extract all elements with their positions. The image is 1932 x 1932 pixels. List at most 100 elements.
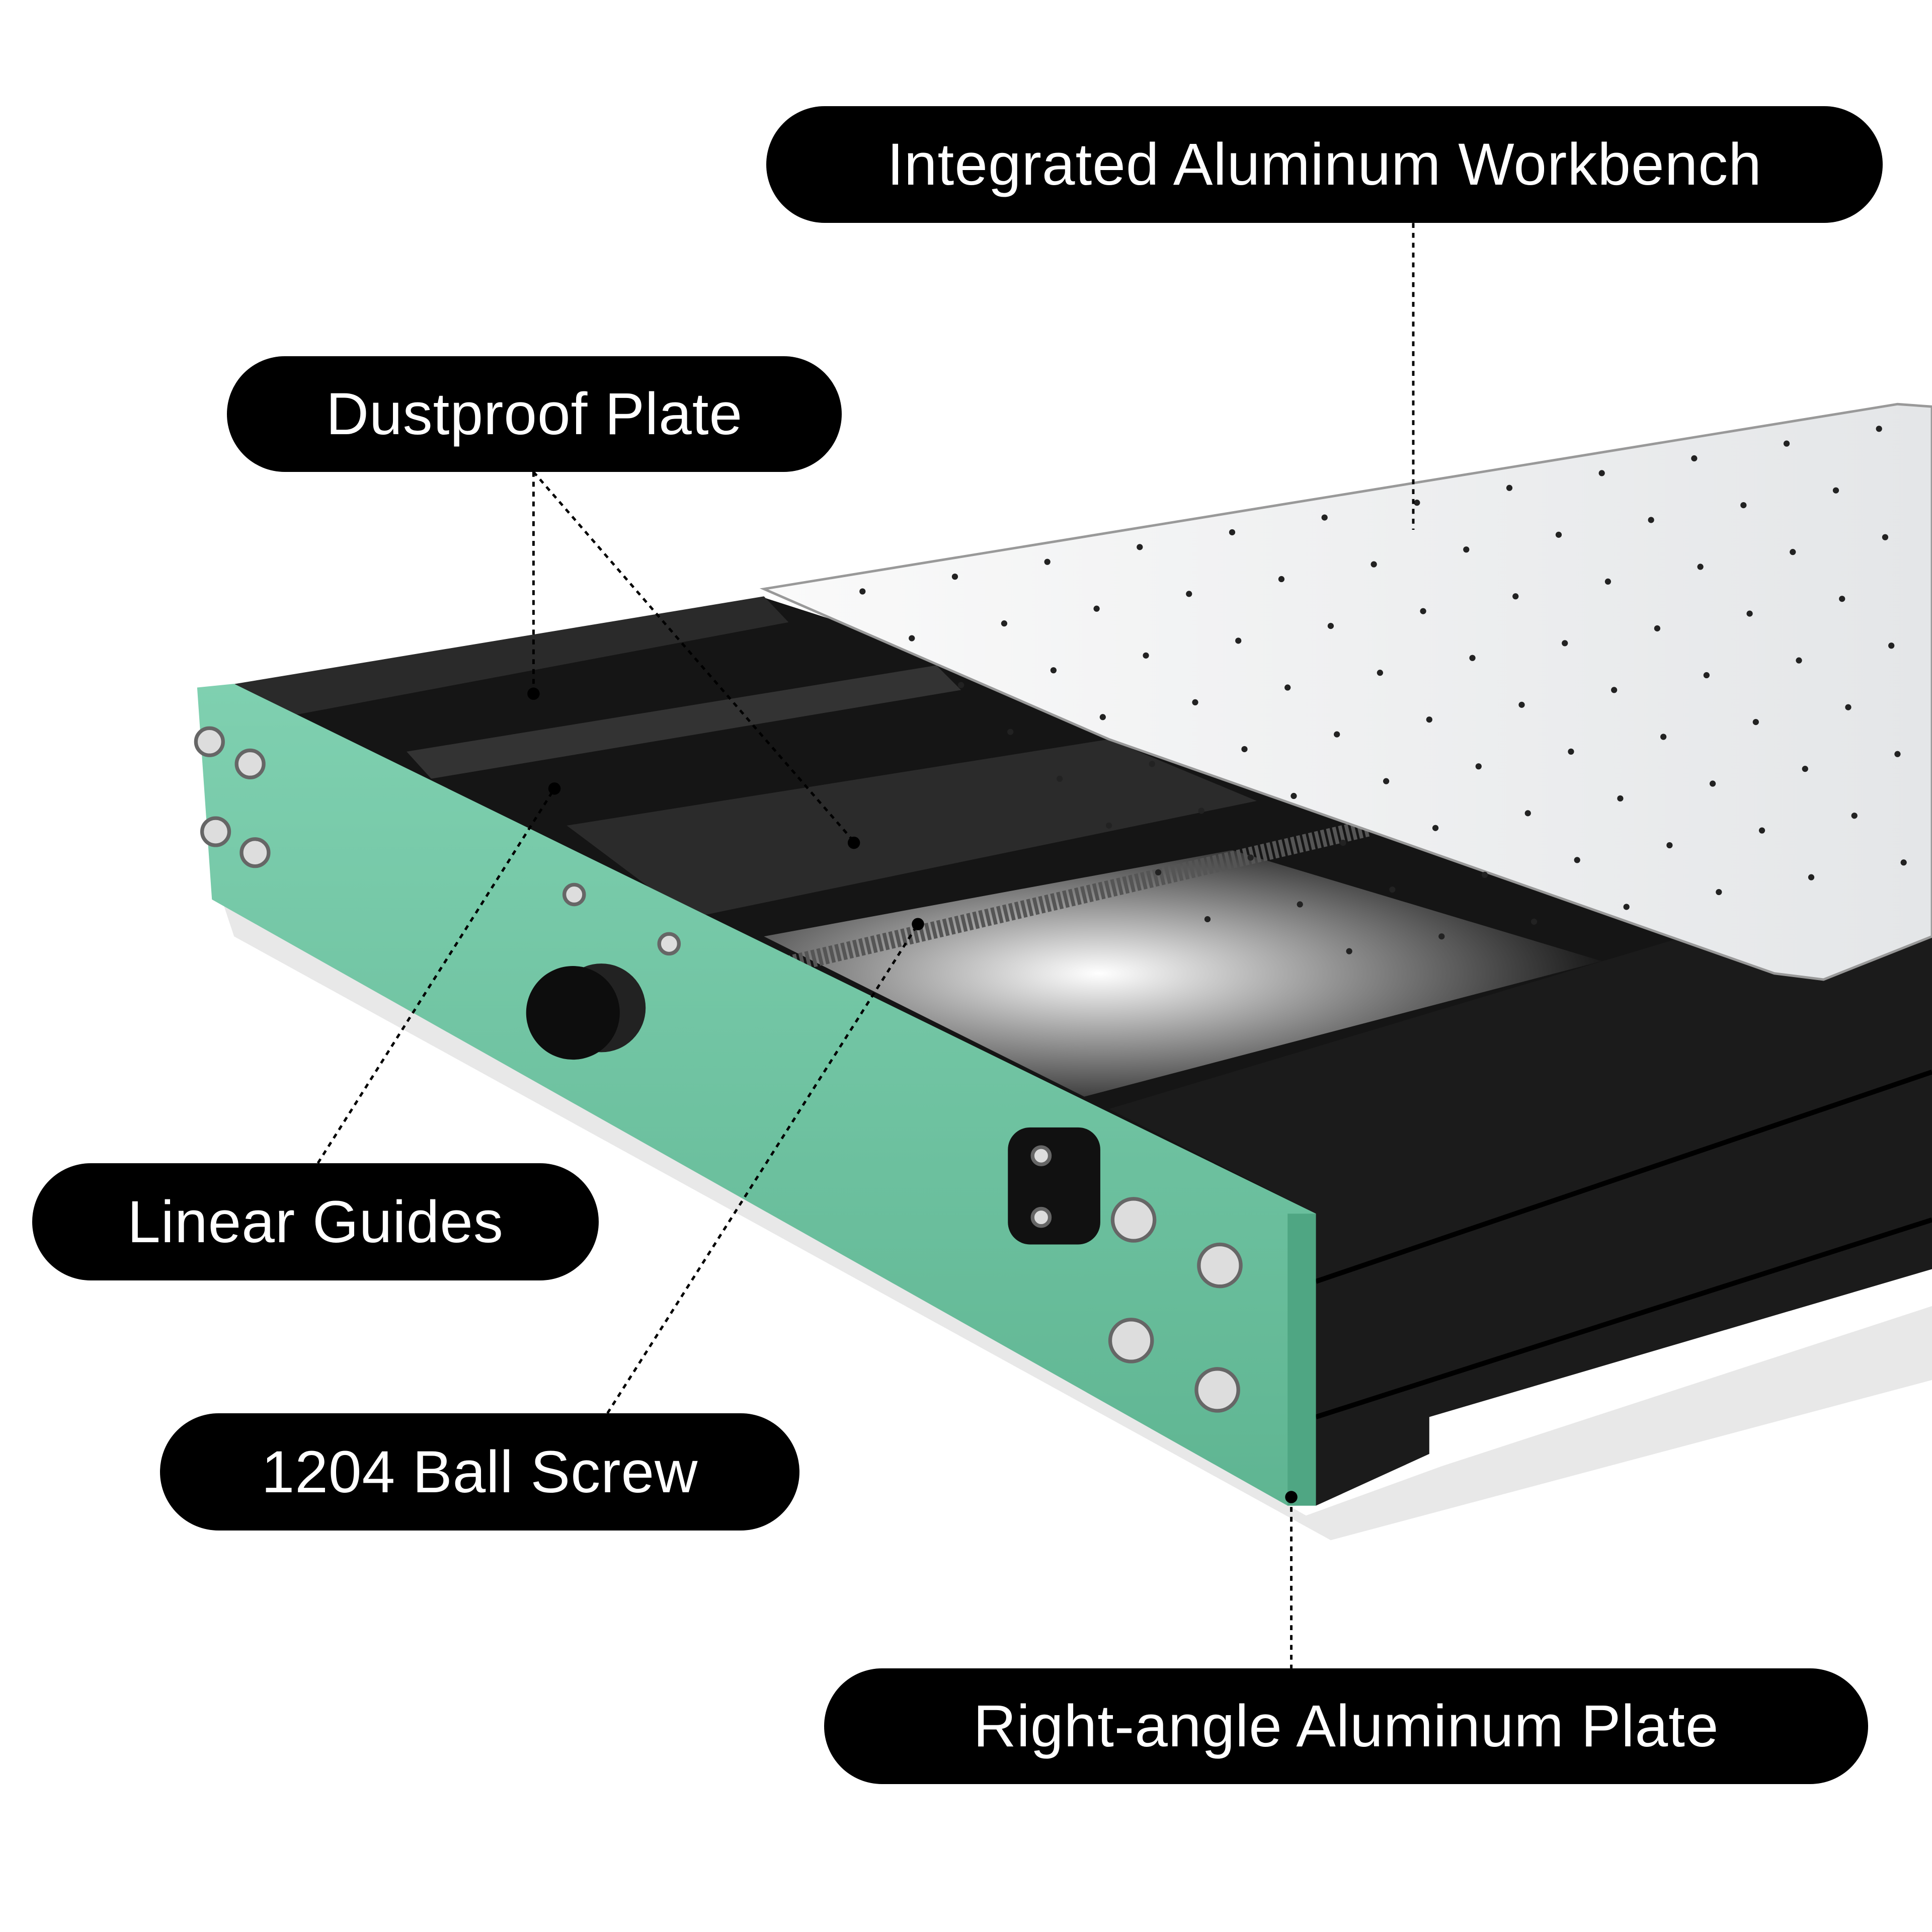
workbench-hole — [1377, 670, 1383, 676]
leader-lines — [316, 223, 1415, 1668]
workbench-hole — [1001, 620, 1008, 627]
workbench-hole — [1099, 714, 1106, 720]
workbench-hole — [1432, 825, 1439, 831]
workbench-hole — [859, 588, 866, 595]
workbench-hole — [1186, 591, 1192, 597]
workbench-hole — [1192, 699, 1198, 706]
ball-screw — [774, 820, 1370, 976]
workbench-hole — [1802, 766, 1808, 772]
workbench-hole — [1426, 716, 1432, 723]
workbench-hole — [1143, 652, 1149, 659]
workbench-hole — [1900, 859, 1907, 866]
workbench-hole — [1438, 933, 1445, 940]
workbench-hole — [1617, 795, 1624, 802]
workbench-hole — [1752, 718, 1759, 726]
workbench-hole — [1555, 531, 1562, 538]
workbench-hole — [1297, 901, 1303, 908]
workbench-hole — [1327, 622, 1334, 629]
workbench-hole — [1531, 918, 1538, 925]
workbench-hole — [1204, 916, 1211, 923]
workbench-hole — [1512, 593, 1519, 600]
workbench-hole — [1876, 426, 1882, 432]
label-linear-guides: Linear Guides — [32, 1163, 599, 1280]
label-integrated-aluminum-workbench: Integrated Aluminum Workbench — [766, 106, 1883, 223]
workbench-hole — [1050, 667, 1057, 674]
workbench-hole — [1740, 502, 1747, 509]
workbench-hole — [1334, 731, 1340, 738]
workbench-hole — [1241, 746, 1248, 753]
workbench-hole — [1044, 558, 1051, 565]
workbench-hole — [951, 574, 958, 580]
end-plate — [197, 684, 1316, 1506]
workbench-hole — [1007, 729, 1014, 735]
workbench-hole — [1340, 839, 1346, 846]
workbench-hole — [1648, 517, 1654, 523]
workbench-hole — [1155, 869, 1162, 875]
workbench-hole — [1623, 904, 1630, 910]
workbench-hole — [1463, 546, 1470, 553]
workbench-hole — [1229, 529, 1236, 536]
workbench-hole — [1845, 704, 1852, 710]
workbench-hole — [1654, 625, 1660, 632]
workbench-hole — [1235, 637, 1242, 644]
workbench-hole — [1703, 672, 1710, 679]
workbench-hole — [1666, 842, 1673, 849]
workbench-hole — [1284, 684, 1291, 691]
workbench-hole — [1562, 640, 1568, 647]
workbench-hole — [1758, 827, 1765, 834]
workbench-hole — [1839, 596, 1845, 602]
motor-mount — [1008, 1127, 1100, 1245]
workbench-hole — [1389, 887, 1396, 893]
interior-gap — [764, 850, 1602, 1097]
workbench-hole — [1691, 455, 1698, 462]
workbench-hole — [1894, 751, 1901, 757]
right-extrusion — [1109, 862, 1932, 1506]
workbench-hole — [1716, 889, 1722, 896]
workbench-hole — [1414, 500, 1420, 506]
workbench-hole — [1524, 810, 1531, 817]
workbench-hole — [1574, 857, 1580, 863]
workbench-hole — [1149, 761, 1155, 767]
workbench-hole — [1790, 549, 1796, 555]
workbench-hole — [1093, 605, 1100, 612]
back-rail — [228, 596, 789, 717]
leader-dots — [527, 687, 1298, 1503]
workbench-hole — [1278, 576, 1285, 583]
workbench-hole — [1057, 775, 1063, 782]
workbench-hole — [1746, 610, 1753, 617]
workbench-hole — [1808, 874, 1815, 880]
screws — [194, 726, 1243, 1413]
workbench-hole — [1247, 854, 1254, 861]
workbench-hole — [1105, 822, 1112, 829]
workbench-hole — [1598, 470, 1605, 476]
workbench-hole — [1371, 561, 1377, 568]
workbench-hole — [1321, 514, 1328, 521]
workbench-hole — [1660, 734, 1667, 740]
workbench-hole — [1882, 534, 1889, 540]
workbench-hole — [1709, 780, 1716, 787]
workbench-hole — [1796, 657, 1802, 664]
workbench-hole — [1198, 808, 1204, 814]
workbench-hole — [1832, 487, 1839, 494]
workbench-hole — [1611, 687, 1618, 693]
workbench-hole — [1383, 778, 1390, 784]
workbench-hole — [1888, 642, 1895, 649]
workbench-hole — [1506, 485, 1513, 491]
knob — [526, 963, 646, 1060]
workbench-hole — [958, 682, 964, 688]
label-dustproof-plate: Dustproof Plate — [227, 356, 842, 472]
workbench-hole — [1518, 701, 1525, 708]
workbench-hole — [1346, 948, 1352, 954]
workbench-hole — [1420, 608, 1426, 614]
workbench-hole — [1291, 792, 1297, 799]
workbench-hole — [1469, 655, 1476, 661]
workbench-holes — [859, 426, 1907, 954]
workbench-hole — [1568, 748, 1574, 755]
label-ball-screw: 1204 Ball Screw — [160, 1413, 799, 1531]
label-right-angle-aluminum-plate: Right-angle Aluminum Plate — [824, 1668, 1868, 1784]
workbench-hole — [1851, 813, 1858, 819]
workbench-hole — [1481, 871, 1488, 878]
workbench-hole — [1783, 440, 1790, 447]
